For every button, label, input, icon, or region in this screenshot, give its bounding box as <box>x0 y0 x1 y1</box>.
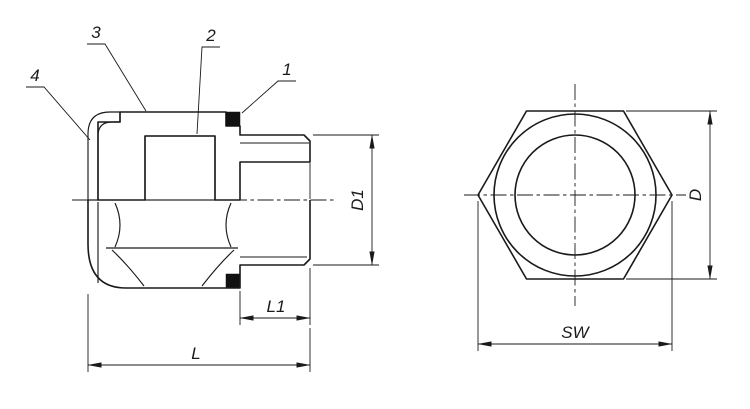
callout-1-leader <box>241 80 296 114</box>
callout-2-leader <box>196 46 220 135</box>
callout-4-label: 4 <box>30 66 39 85</box>
callout-2-label: 2 <box>205 26 216 45</box>
sight-element-section <box>144 135 216 201</box>
glass-dome-section <box>87 111 121 201</box>
end-view <box>464 84 686 306</box>
hex-chamfer-arc-right-upper <box>225 202 232 248</box>
hex-chamfer-arc-right-lower <box>201 249 235 287</box>
callout-2: 2 <box>196 26 220 135</box>
hex-outline <box>477 110 673 280</box>
housing-section <box>97 111 311 201</box>
callout-3: 3 <box>87 23 147 112</box>
callout-3-leader <box>87 43 147 112</box>
sw-label: SW <box>561 323 590 342</box>
dimension-d1: D1 <box>313 134 379 266</box>
dimension-l1: L1 <box>239 268 311 325</box>
side-section-view <box>72 111 334 289</box>
dimension-l: L <box>87 294 311 372</box>
callout-3-label: 3 <box>91 23 101 42</box>
hex-chamfer-arc-left-upper <box>114 202 121 248</box>
o-ring-seal-bottom <box>225 273 241 289</box>
dimension-sw: SW <box>477 201 673 351</box>
glass-dome-circle <box>514 134 636 256</box>
hex-chamfer-arc-left-lower <box>111 249 145 287</box>
dimension-d: D <box>626 110 717 280</box>
l1-label: L1 <box>267 297 286 316</box>
o-ring-seal-top <box>225 111 241 127</box>
d1-label: D1 <box>348 189 367 211</box>
callout-4-leader <box>26 86 91 141</box>
d-label: D <box>686 189 705 201</box>
l-label: L <box>191 344 200 363</box>
callout-4: 4 <box>26 66 91 141</box>
cap-exterior-outline <box>87 200 311 289</box>
collar-circle <box>493 113 657 277</box>
callout-1-label: 1 <box>282 60 291 79</box>
callout-1: 1 <box>241 60 296 114</box>
